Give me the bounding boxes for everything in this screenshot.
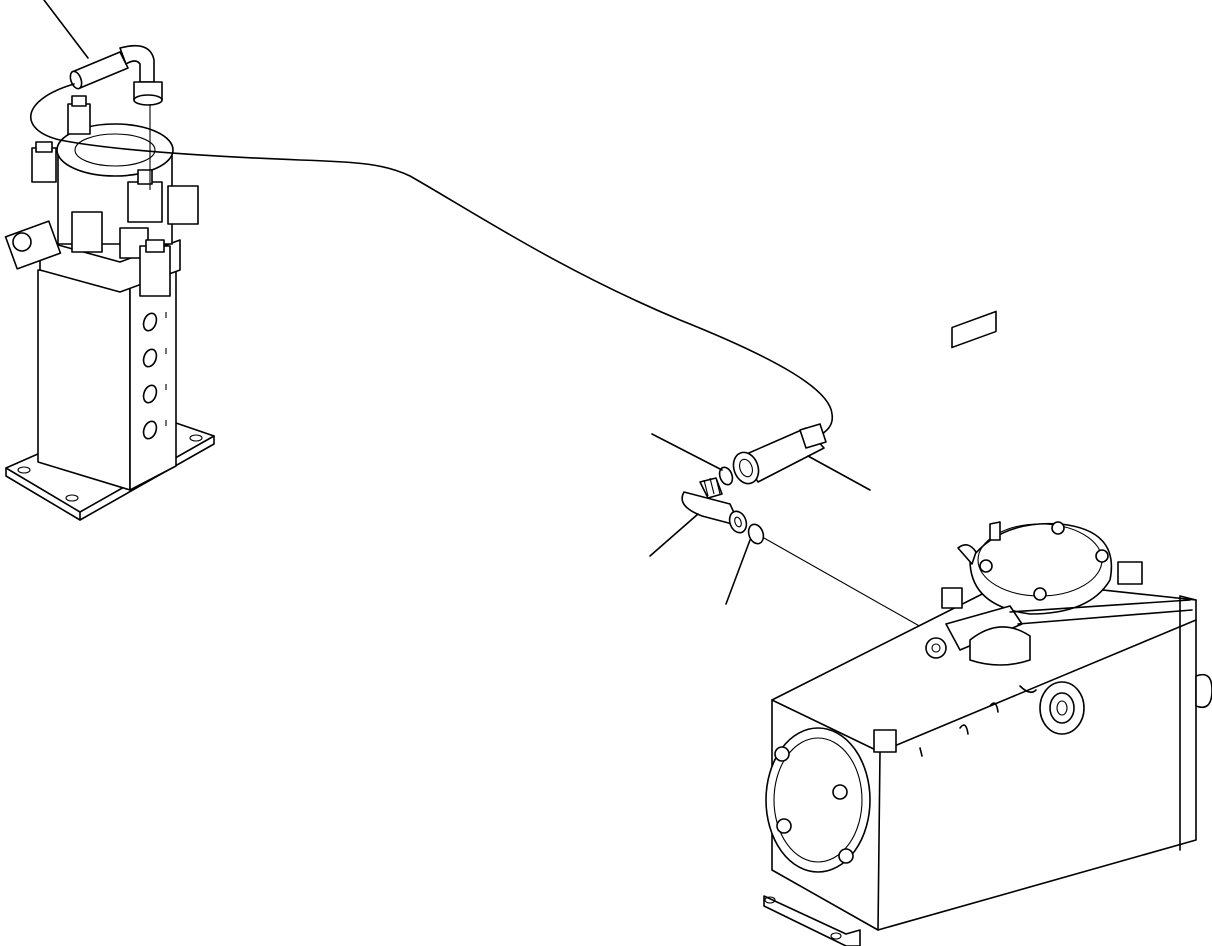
callout-leader-5 <box>725 539 751 605</box>
hydraulic-tank <box>763 310 1212 946</box>
tank-side-port <box>1019 681 1085 735</box>
tank-breather-bracket <box>925 599 1193 666</box>
tank-end-fitting <box>1195 673 1212 709</box>
alignment-line-2 <box>763 537 931 633</box>
callout-leader-2 <box>651 433 723 471</box>
callout-leader-1 <box>43 0 89 59</box>
upper-elbow-fitting <box>69 44 163 106</box>
tank-block-4 <box>873 729 897 753</box>
tank-weld-marks <box>919 702 999 757</box>
valve-block-assembly <box>4 44 215 521</box>
o-ring-upper <box>718 466 734 486</box>
tank-block-2 <box>941 587 963 609</box>
tank-top-cover <box>957 521 1113 615</box>
tank-block-3 <box>951 310 997 349</box>
o-ring-lower <box>747 523 765 545</box>
tank-block-1 <box>1117 561 1143 585</box>
hose-line <box>30 83 834 439</box>
callout-leader-4 <box>649 513 699 557</box>
valve-fittings <box>4 95 199 297</box>
tank-end-cover <box>765 727 871 873</box>
elbow-fitting <box>681 477 748 534</box>
callout-leader-3 <box>807 455 871 491</box>
hose-end-fitting <box>732 423 827 485</box>
